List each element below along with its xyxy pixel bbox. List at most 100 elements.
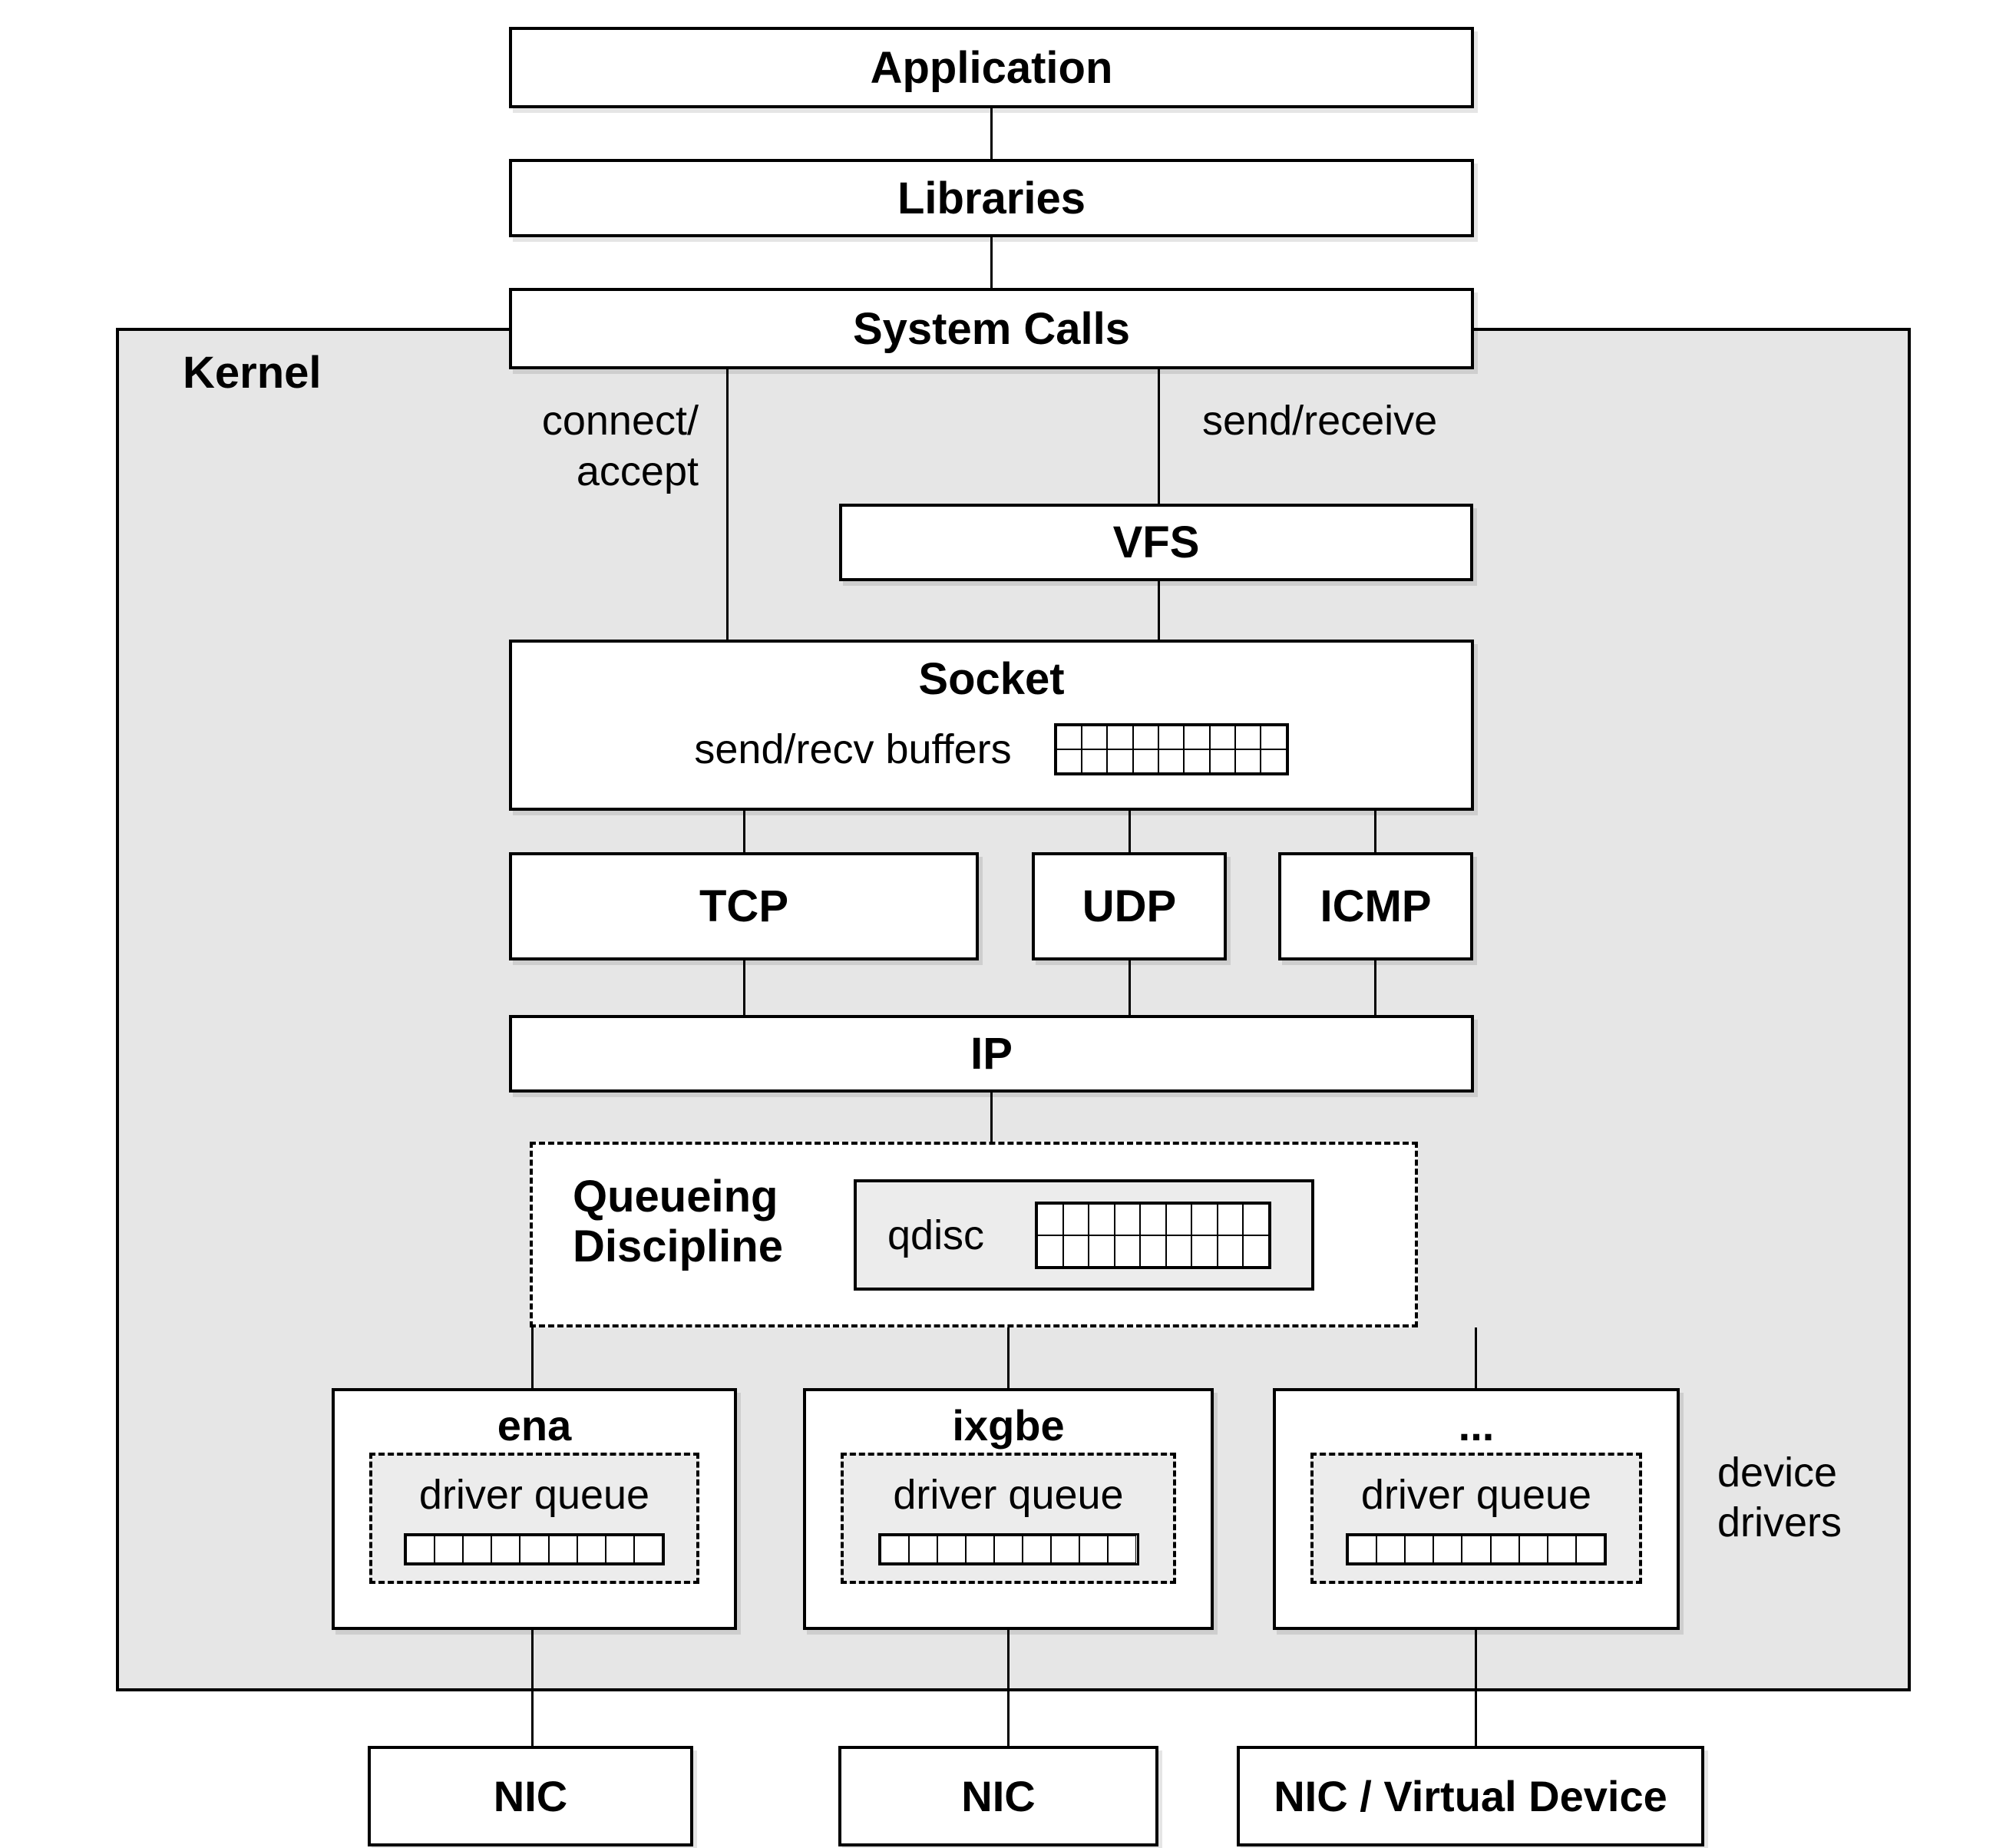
qdisc-label: qdisc	[887, 1212, 985, 1258]
ena-driver-queue-label: driver queue	[418, 1471, 650, 1518]
kernel-label: Kernel	[183, 348, 322, 398]
queue-cell	[1140, 1203, 1166, 1235]
edge-ip-queueing	[990, 1093, 993, 1142]
edge-socket-udp	[1129, 811, 1131, 852]
socket-label: Socket	[918, 654, 1065, 704]
ip-label: IP	[970, 1029, 1013, 1079]
queue-cell	[1165, 1235, 1192, 1267]
queue-cell	[1158, 726, 1185, 749]
libraries-box: Libraries	[509, 159, 1474, 237]
other-driver-queue-label: driver queue	[1360, 1471, 1592, 1518]
ena-driver-queue-grid	[404, 1533, 665, 1566]
edge-queueing-ixgbe	[1007, 1327, 1010, 1388]
connect-accept-label: connect/ accept	[541, 398, 699, 494]
queue-cell	[1462, 1536, 1491, 1564]
queue-cell	[1062, 1203, 1089, 1235]
queue-cell	[965, 1536, 994, 1564]
edge-otherdriver-nic	[1475, 1630, 1477, 1746]
tcp-label: TCP	[699, 881, 788, 931]
edge-tcp-ip	[743, 960, 745, 1015]
queue-cell	[491, 1536, 520, 1564]
edge-systemcalls-vfs-sendreceive	[1158, 369, 1160, 504]
queue-cell	[1184, 749, 1210, 773]
queue-cell	[1575, 1536, 1604, 1564]
nic2-box: NIC	[838, 1746, 1158, 1846]
edge-socket-icmp	[1374, 811, 1376, 852]
edge-icmp-ip	[1374, 960, 1376, 1015]
application-box: Application	[509, 27, 1474, 108]
send-recv-buffers-label: send/recv buffers	[694, 726, 1012, 772]
queue-cell	[548, 1536, 577, 1564]
queue-cell	[1547, 1536, 1576, 1564]
queue-cell	[520, 1536, 549, 1564]
socket-buffers-row: send/recv buffers	[694, 723, 1289, 775]
icmp-box: ICMP	[1278, 852, 1473, 960]
system-calls-box: System Calls	[509, 288, 1474, 369]
queue-cell	[406, 1536, 435, 1564]
queue-cell	[1433, 1536, 1462, 1564]
socket-buffer-grid	[1053, 723, 1289, 775]
ixgbe-driver-queue: driver queue	[841, 1453, 1176, 1584]
vfs-label: VFS	[1112, 517, 1200, 567]
application-label: Application	[870, 42, 1113, 93]
queue-cell	[1261, 749, 1287, 773]
ena-driver-queue: driver queue	[369, 1453, 699, 1584]
queue-cell	[577, 1536, 606, 1564]
edge-ena-nic	[531, 1630, 534, 1746]
nic1-label: NIC	[493, 1772, 568, 1820]
edge-vfs-socket	[1158, 581, 1160, 640]
tcp-box: TCP	[509, 852, 979, 960]
queue-cell	[1243, 1203, 1269, 1235]
queue-cell	[1051, 1536, 1080, 1564]
queue-cell	[1518, 1536, 1548, 1564]
queue-cell	[435, 1536, 464, 1564]
queueing-discipline-box: Queueing Discipline qdisc	[530, 1142, 1418, 1327]
nic3-label: NIC / Virtual Device	[1274, 1772, 1667, 1820]
vfs-box: VFS	[839, 504, 1473, 581]
queue-cell	[1376, 1536, 1406, 1564]
queue-cell	[1108, 1536, 1137, 1564]
queue-cell	[1114, 1203, 1141, 1235]
system-calls-label: System Calls	[852, 303, 1131, 354]
queue-cell	[937, 1536, 966, 1564]
queue-cell	[1132, 726, 1158, 749]
queue-cell	[1243, 1235, 1269, 1267]
device-drivers-caption: device drivers	[1717, 1450, 1842, 1546]
edge-queueing-otherdriver	[1475, 1327, 1477, 1388]
queue-cell	[1234, 726, 1261, 749]
queue-cell	[1165, 1203, 1192, 1235]
queue-cell	[880, 1536, 909, 1564]
edge-udp-ip	[1129, 960, 1131, 1015]
queue-cell	[1261, 726, 1287, 749]
ena-label: ena	[497, 1401, 572, 1450]
other-driver-queue-grid	[1346, 1533, 1607, 1566]
queue-cell	[1209, 726, 1235, 749]
queue-cell	[1107, 726, 1133, 749]
queue-cell	[1191, 1235, 1218, 1267]
libraries-label: Libraries	[897, 173, 1086, 223]
queue-cell	[1158, 749, 1185, 773]
queue-cell	[1081, 749, 1108, 773]
queue-cell	[1056, 726, 1082, 749]
queue-cell	[1089, 1203, 1115, 1235]
ixgbe-label: ixgbe	[952, 1401, 1065, 1450]
edge-libraries-systemcalls	[990, 237, 993, 288]
qdisc-box: qdisc	[854, 1179, 1314, 1291]
queue-cell	[1081, 726, 1108, 749]
qdisc-grid	[1035, 1201, 1271, 1269]
queue-cell	[1209, 749, 1235, 773]
queue-cell	[908, 1536, 937, 1564]
send-receive-label: send/receive	[1202, 398, 1438, 444]
edge-application-libraries	[990, 108, 993, 159]
nic3-box: NIC / Virtual Device	[1237, 1746, 1704, 1846]
queue-cell	[1079, 1536, 1109, 1564]
edge-ixgbe-nic	[1007, 1630, 1010, 1746]
ip-box: IP	[509, 1015, 1474, 1093]
queue-cell	[1107, 749, 1133, 773]
queue-cell	[1132, 749, 1158, 773]
queueing-discipline-label: Queueing Discipline	[573, 1172, 783, 1271]
edge-systemcalls-socket-connect	[726, 369, 729, 640]
udp-box: UDP	[1032, 852, 1227, 960]
other-driver-box: ... driver queue	[1273, 1388, 1680, 1630]
